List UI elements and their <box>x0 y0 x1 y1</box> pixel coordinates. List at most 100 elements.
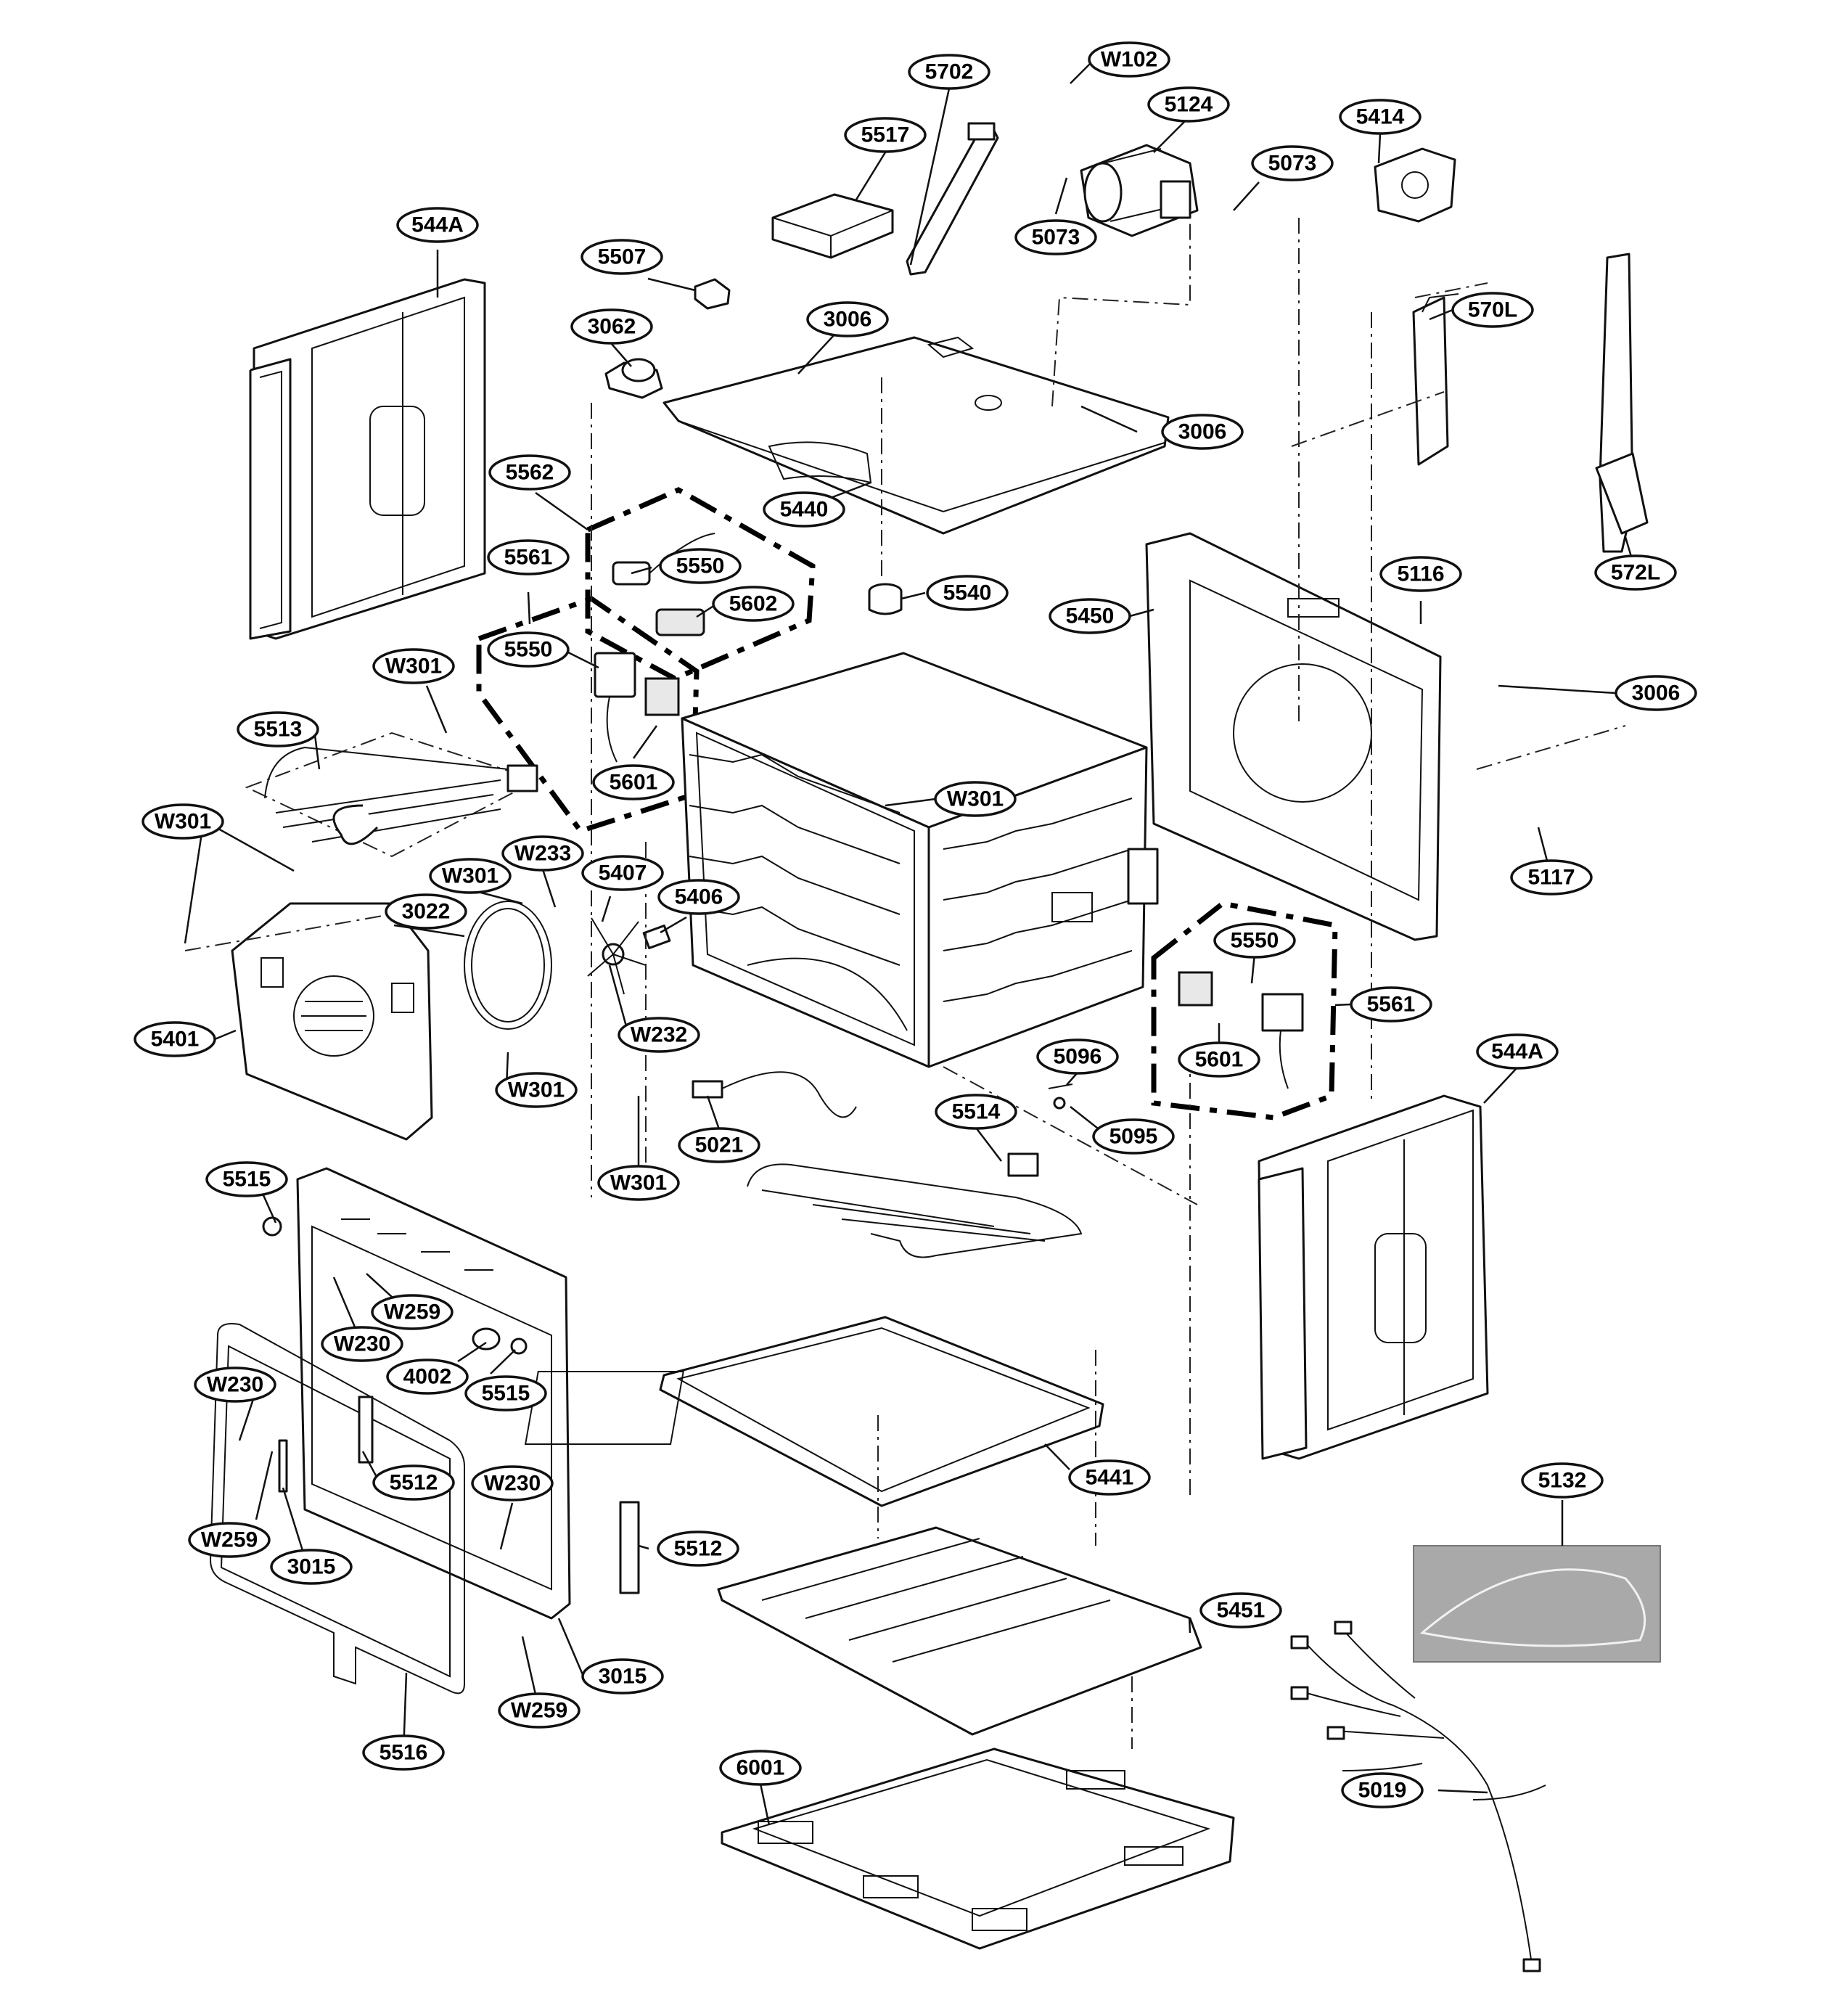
callout-3015-a: 3015 <box>270 1549 353 1585</box>
part-5401-fan-cover <box>231 902 433 1141</box>
callout-5550-left: 5550 <box>487 631 570 668</box>
part-3015-strip <box>278 1439 288 1493</box>
callout-5441: 5441 <box>1068 1459 1151 1496</box>
svg-text:3015: 3015 <box>287 1555 336 1579</box>
callout-5515-bottom: 5515 <box>464 1375 547 1411</box>
part-5407-fan-blade <box>587 917 647 995</box>
svg-text:W301: W301 <box>155 810 211 834</box>
callout-w301-a: W301 <box>372 648 455 684</box>
part-5440-top-panel <box>662 336 1170 535</box>
svg-text:572L: 572L <box>1611 561 1660 585</box>
callout-5512-b: 5512 <box>657 1531 739 1567</box>
callout-572l: 572L <box>1594 554 1677 591</box>
svg-text:5095: 5095 <box>1109 1125 1158 1149</box>
svg-text:3006: 3006 <box>824 308 872 332</box>
callout-5517: 5517 <box>844 117 927 153</box>
callout-w230-c: W230 <box>471 1465 554 1501</box>
svg-text:W259: W259 <box>511 1699 567 1723</box>
callout-3006-top: 3006 <box>806 301 889 337</box>
part-5512-bracket-a <box>358 1396 374 1464</box>
svg-text:5414: 5414 <box>1356 105 1405 129</box>
callout-5116: 5116 <box>1379 556 1462 592</box>
callout-5440: 5440 <box>763 491 845 528</box>
svg-text:5407: 5407 <box>599 861 647 885</box>
svg-text:5440: 5440 <box>780 498 829 522</box>
part-5096-clip <box>1048 1083 1073 1089</box>
callout-5514: 5514 <box>935 1094 1017 1130</box>
svg-text:W259: W259 <box>384 1300 440 1324</box>
callout-544a-right: 544A <box>1476 1033 1559 1070</box>
callout-5512-a: 5512 <box>372 1464 455 1501</box>
svg-text:5516: 5516 <box>380 1741 428 1765</box>
svg-text:4002: 4002 <box>403 1365 452 1389</box>
callout-5513: 5513 <box>237 711 319 747</box>
svg-text:5441: 5441 <box>1086 1466 1134 1490</box>
callout-4002: 4002 <box>386 1359 469 1395</box>
svg-text:W230: W230 <box>207 1373 263 1397</box>
callout-5407: 5407 <box>581 855 664 891</box>
callout-5124: 5124 <box>1147 86 1230 123</box>
svg-text:3022: 3022 <box>402 900 451 924</box>
callout-5540: 5540 <box>926 575 1009 611</box>
callout-3062: 3062 <box>570 308 653 345</box>
svg-text:5561: 5561 <box>1367 993 1416 1017</box>
callout-6001: 6001 <box>719 1750 802 1786</box>
svg-text:W301: W301 <box>610 1171 667 1195</box>
part-6001-base-panel <box>721 1747 1235 1950</box>
svg-text:5550: 5550 <box>676 554 725 578</box>
callout-w232: W232 <box>618 1017 700 1053</box>
svg-text:5116: 5116 <box>1397 562 1444 586</box>
svg-text:544A: 544A <box>411 213 464 237</box>
part-570l-vent <box>1412 293 1459 466</box>
callout-570l: 570L <box>1451 292 1534 328</box>
callouts: 5702 W102 5124 5517 5073 5073 5414 544A … <box>134 41 1697 1808</box>
svg-text:5515: 5515 <box>223 1168 271 1192</box>
callout-5561-left: 5561 <box>487 539 570 575</box>
part-5450-rear-panel <box>1145 532 1442 941</box>
part-5132-photo <box>1413 1545 1661 1663</box>
svg-text:5517: 5517 <box>861 123 910 147</box>
svg-text:W233: W233 <box>514 842 571 866</box>
svg-text:W301: W301 <box>442 864 499 888</box>
callout-544a-top: 544A <box>396 207 479 243</box>
part-5702-bracket <box>906 122 999 276</box>
part-5516-gasket <box>209 1323 465 1695</box>
callout-5132: 5132 <box>1521 1462 1604 1499</box>
callout-5516: 5516 <box>362 1734 445 1771</box>
svg-text:W301: W301 <box>385 655 442 679</box>
callout-3006-upper-right: 3006 <box>1161 414 1244 450</box>
svg-text:5561: 5561 <box>504 546 553 570</box>
svg-text:5401: 5401 <box>151 1028 200 1052</box>
callout-5561-right: 5561 <box>1350 986 1432 1023</box>
callout-5562: 5562 <box>488 454 571 491</box>
svg-text:5540: 5540 <box>943 581 992 605</box>
svg-text:5073: 5073 <box>1032 226 1080 250</box>
group-5562-sensor-kit <box>585 487 816 681</box>
svg-text:570L: 570L <box>1468 298 1517 322</box>
svg-text:5019: 5019 <box>1358 1779 1407 1803</box>
callout-5601-right: 5601 <box>1178 1041 1260 1078</box>
callout-w230-a: W230 <box>321 1326 403 1362</box>
svg-text:3006: 3006 <box>1632 681 1681 705</box>
callout-3006-right: 3006 <box>1615 675 1697 711</box>
callout-5450: 5450 <box>1049 598 1131 634</box>
part-5414-component <box>1374 147 1456 223</box>
part-5507-clip <box>694 278 731 310</box>
svg-text:W102: W102 <box>1101 48 1157 72</box>
callout-5414: 5414 <box>1339 99 1422 135</box>
callout-5117: 5117 <box>1510 859 1593 896</box>
part-5517-control-box <box>771 193 894 259</box>
part-5451-heater-cover <box>717 1526 1202 1736</box>
part-5512-bracket-b <box>619 1501 640 1594</box>
part-5441-oven-bottom <box>524 1316 1104 1507</box>
svg-text:5406: 5406 <box>675 885 723 909</box>
svg-text:5507: 5507 <box>598 245 647 269</box>
group-5561-sensor-kit-right <box>1151 901 1338 1120</box>
callout-5550-upper: 5550 <box>659 548 742 584</box>
svg-text:5450: 5450 <box>1066 605 1115 628</box>
part-side-panel-right <box>1258 1094 1489 1460</box>
callout-5601-left: 5601 <box>592 764 675 800</box>
part-5019-wire-harness <box>1290 1620 1546 1972</box>
leader-lines <box>184 59 1637 1826</box>
